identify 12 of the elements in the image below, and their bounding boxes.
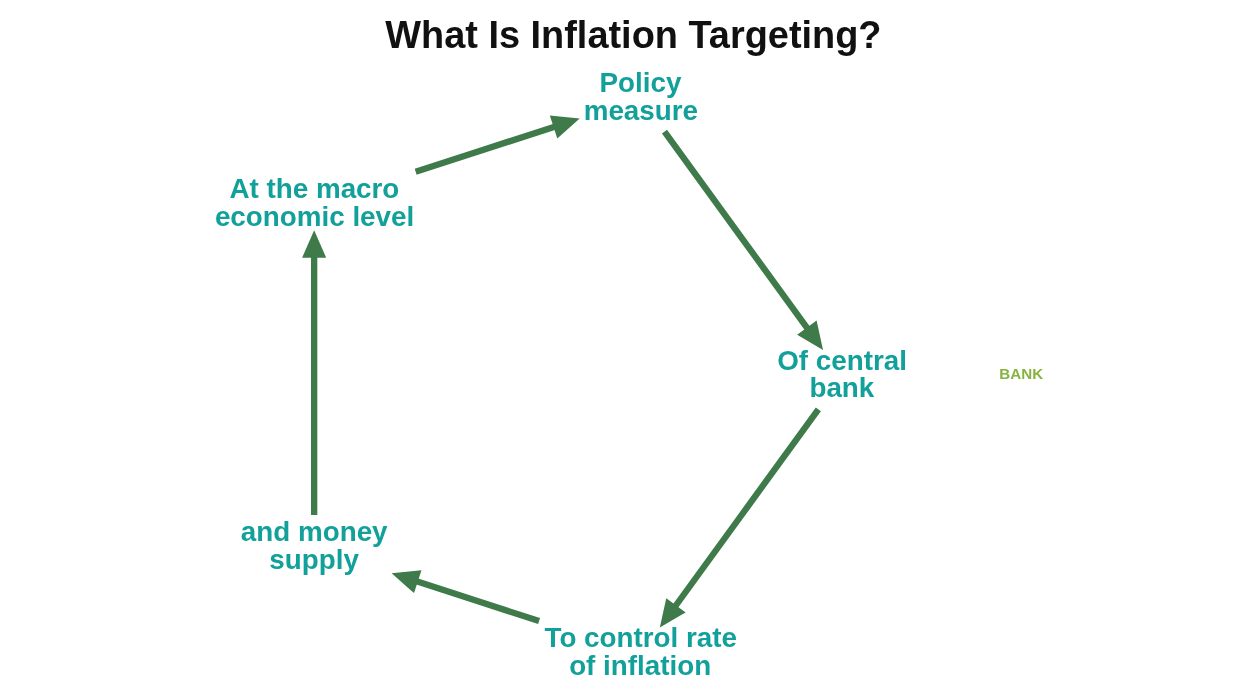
arrow <box>659 407 821 628</box>
arrow <box>391 569 540 624</box>
diagram-title: What Is Inflation Targeting? <box>384 13 882 56</box>
arrow <box>301 229 326 515</box>
node-text: To control rate of inflation <box>543 621 737 681</box>
node-text: Of central bank <box>776 344 907 403</box>
node-text: and money supply <box>240 515 388 575</box>
label: BANK <box>998 364 1043 382</box>
arrow <box>414 115 580 175</box>
node-text: At the macro economic level <box>214 172 414 232</box>
arrow <box>661 129 823 350</box>
node-text: Policy measure <box>583 66 698 126</box>
